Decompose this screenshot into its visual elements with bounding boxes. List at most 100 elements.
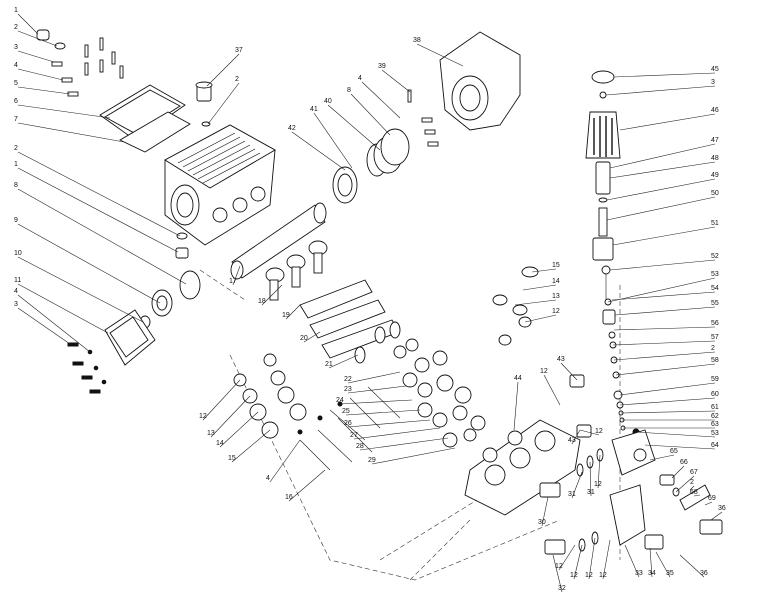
callout-label: 30	[538, 519, 546, 526]
callout-label: 8	[14, 182, 18, 189]
leader-line	[514, 299, 557, 306]
leader-line	[552, 554, 563, 593]
leader-line	[285, 304, 301, 320]
callout-label: 8	[347, 87, 351, 94]
unloader-valve-group	[585, 70, 723, 535]
leader-line	[558, 544, 576, 571]
leader-line	[207, 82, 240, 125]
leader-line	[17, 50, 55, 63]
leader-line	[541, 496, 549, 527]
callout-label: 57	[711, 334, 719, 341]
leader-line	[327, 104, 381, 151]
callout-label: 12	[552, 308, 560, 315]
callout-label: 53	[711, 430, 719, 437]
leader-line	[359, 437, 449, 451]
callout-label: 20	[300, 335, 308, 342]
callout-label: 29	[368, 457, 376, 464]
leader-line	[291, 131, 346, 171]
leader-line	[649, 547, 653, 578]
callout-label: 31	[568, 491, 576, 498]
leader-line	[202, 379, 241, 421]
leader-line	[17, 30, 58, 47]
callout-label: 36	[700, 570, 708, 577]
leader-line	[612, 340, 716, 346]
callout-label: 24	[336, 397, 344, 404]
leader-line	[347, 371, 401, 384]
leader-line	[614, 306, 716, 316]
leader-line	[571, 471, 583, 499]
callout-label: 58	[711, 357, 719, 364]
leader-line	[381, 69, 411, 93]
leader-line	[17, 283, 109, 334]
callout-label: 35	[666, 570, 674, 577]
callout-label: 63	[711, 421, 719, 428]
callout-label: 16	[285, 494, 293, 501]
leader-line	[609, 143, 716, 169]
callout-label: 13	[207, 430, 215, 437]
rear-cover-group	[67, 270, 201, 394]
callout-label: 17	[229, 278, 237, 285]
callout-label: 27	[350, 432, 358, 439]
leader-line	[522, 284, 557, 291]
leader-line	[269, 439, 301, 483]
callout-label: 4	[14, 62, 18, 69]
callout-label: 21	[325, 361, 333, 368]
leader-line	[573, 544, 583, 580]
callout-label: 2	[14, 24, 18, 31]
leader-line	[607, 277, 716, 303]
leader-line	[303, 331, 321, 343]
leader-line	[689, 485, 695, 491]
leader-line	[560, 362, 578, 381]
leader-line	[710, 511, 723, 521]
leader-line	[361, 81, 401, 119]
callout-label: 2	[711, 345, 715, 352]
leader-line	[609, 161, 716, 179]
callout-label: 14	[552, 278, 560, 285]
callout-label: 12	[199, 413, 207, 420]
callout-label: 47	[711, 137, 719, 144]
leader-line	[328, 354, 359, 369]
leader-lines	[17, 13, 723, 593]
callout-label: 55	[711, 300, 719, 307]
leader-line	[612, 226, 716, 246]
leader-line	[635, 431, 716, 438]
callout-label: 48	[711, 155, 719, 162]
leader-line	[613, 72, 716, 78]
leader-line	[261, 284, 283, 306]
leader-line	[17, 151, 181, 237]
callout-label: 2	[690, 479, 694, 486]
callout-label: 41	[310, 106, 318, 113]
callout-label: 69	[708, 495, 716, 502]
callout-label: 54	[711, 285, 719, 292]
callout-label: 43	[557, 356, 565, 363]
callout-label: 18	[258, 298, 266, 305]
leader-line	[589, 461, 592, 497]
callout-label: 67	[690, 469, 698, 476]
leader-line	[619, 382, 716, 396]
leader-line	[513, 381, 519, 431]
callout-label: 4	[266, 475, 270, 482]
leader-line	[371, 447, 456, 465]
leader-line	[288, 469, 326, 502]
leader-line	[602, 539, 611, 580]
leader-line	[353, 427, 441, 440]
leader-line	[17, 104, 111, 119]
leader-line	[347, 419, 431, 428]
callout-labels: 1234567218910114337238394840414217181920…	[14, 7, 726, 592]
leader-line	[675, 475, 695, 493]
callout-label: 12	[555, 563, 563, 570]
leader-line	[615, 363, 716, 376]
callout-label: 3	[711, 79, 715, 86]
flange-housing-group	[380, 31, 521, 166]
callout-label: 60	[711, 391, 719, 398]
callout-label: 36	[718, 505, 726, 512]
callout-label: 68	[690, 489, 698, 496]
leader-line	[606, 178, 716, 201]
leader-line	[313, 112, 353, 169]
leader-line	[605, 85, 716, 96]
leader-line	[17, 256, 144, 323]
leader-line	[588, 537, 596, 580]
callout-label: 9	[14, 217, 18, 224]
callout-label: 37	[235, 47, 243, 54]
